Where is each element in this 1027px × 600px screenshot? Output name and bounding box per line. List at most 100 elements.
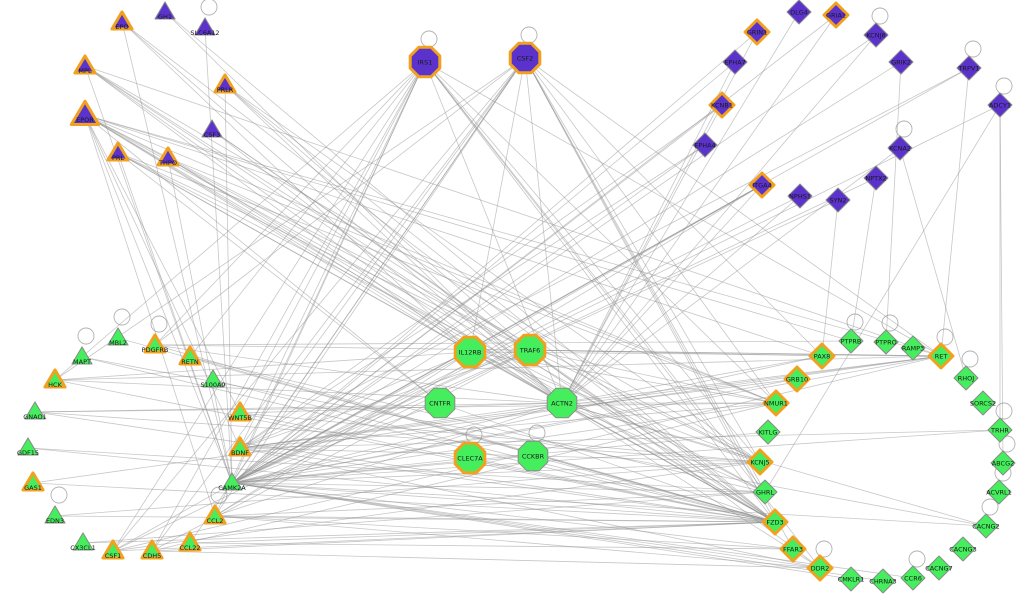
node-TRPV1[interactable] (956, 55, 982, 81)
edge (231, 461, 761, 484)
node-SLC6A12[interactable] (194, 17, 216, 36)
node-KCNJ5[interactable] (746, 448, 774, 476)
node-GRB10[interactable] (783, 365, 811, 393)
node-RHOJ[interactable] (953, 365, 979, 391)
edge (167, 157, 777, 404)
node-CACNG7[interactable] (926, 555, 952, 581)
node-EDN3[interactable] (44, 505, 66, 524)
node-ACTN2[interactable] (546, 387, 578, 419)
node-ADCY1[interactable] (987, 92, 1013, 118)
node-WNT5B[interactable] (228, 401, 252, 422)
node-GAS1[interactable] (21, 471, 45, 492)
node-MPL[interactable] (73, 54, 97, 75)
node-MAPT[interactable] (71, 346, 93, 365)
self-loop-edge (50, 486, 68, 504)
node-IRS1[interactable] (408, 45, 442, 79)
edge (54, 57, 526, 381)
node-EPOR[interactable] (69, 99, 101, 126)
node-CDH5[interactable] (140, 539, 164, 560)
node-CCKBR[interactable] (517, 440, 549, 472)
node-PRL[interactable] (106, 141, 130, 162)
node-FFAR3[interactable] (779, 535, 807, 563)
node-GHRL[interactable] (752, 479, 778, 505)
node-CSF3[interactable] (201, 119, 223, 138)
edge (112, 57, 526, 552)
edge (561, 355, 823, 404)
node-KCNJ6[interactable] (863, 22, 889, 48)
node-S100A9[interactable] (202, 369, 224, 388)
edge (524, 57, 776, 523)
self-loop-edge (881, 314, 899, 332)
node-CCL22[interactable] (178, 531, 202, 552)
edge (231, 402, 441, 484)
node-DLG4[interactable] (786, 0, 812, 25)
node-CSF1[interactable] (101, 539, 125, 560)
node-NMUR1[interactable] (762, 389, 790, 417)
node-SORCS2[interactable] (970, 390, 996, 416)
node-RET[interactable] (927, 342, 955, 370)
node-PAX8[interactable] (808, 342, 836, 370)
node-GNAO1[interactable] (24, 401, 46, 420)
edge (54, 61, 426, 381)
edge (117, 152, 766, 493)
node-PDGFRB[interactable] (143, 333, 167, 354)
node-GRIK2[interactable] (888, 49, 914, 75)
node-GH1[interactable] (154, 1, 176, 20)
node-IL12RB[interactable] (453, 335, 487, 369)
node-FZD3[interactable] (761, 508, 789, 536)
node-CNTFR[interactable] (424, 387, 456, 419)
node-PRLR[interactable] (213, 73, 237, 94)
node-ACVRL1[interactable] (986, 479, 1012, 505)
node-NPTX2[interactable] (863, 165, 889, 191)
node-RETN[interactable] (178, 345, 202, 366)
edge (189, 57, 526, 544)
node-CCL2[interactable] (203, 504, 227, 525)
node-THPO[interactable] (156, 146, 180, 167)
edge (167, 157, 233, 484)
node-CX3CL1[interactable] (72, 532, 94, 551)
node-KITLG[interactable] (755, 419, 781, 445)
node-SYN2[interactable] (825, 187, 851, 213)
edge (151, 402, 777, 552)
node-EPHA4[interactable] (692, 132, 718, 158)
node-GDF15[interactable] (17, 437, 39, 456)
edge (231, 61, 902, 484)
node-CHRNA3[interactable] (870, 568, 896, 594)
edge (112, 349, 531, 552)
edge (524, 57, 766, 493)
node-TRAF6[interactable] (513, 333, 547, 367)
edge (117, 152, 441, 404)
edge (231, 351, 471, 484)
edge (439, 402, 776, 523)
node-CCR6[interactable] (900, 565, 926, 591)
node-RAMP3[interactable] (900, 335, 926, 361)
node-PTPRB[interactable] (838, 328, 864, 354)
node-CSF2[interactable] (508, 41, 542, 75)
edge (532, 455, 776, 523)
node-ABCG2[interactable] (990, 450, 1016, 476)
node-PTPRO[interactable] (873, 329, 899, 355)
node-CACNG2[interactable] (973, 513, 999, 539)
node-NPHS1[interactable] (787, 183, 813, 209)
node-KCNA2[interactable] (887, 135, 913, 161)
node-GRIN1[interactable] (743, 18, 771, 46)
node-CAMK2A[interactable] (221, 472, 243, 491)
node-TRHR[interactable] (987, 417, 1013, 443)
node-EPO[interactable] (110, 10, 134, 31)
node-BDNF[interactable] (228, 436, 252, 457)
edge (112, 461, 761, 552)
node-CLEC7A[interactable] (453, 441, 487, 475)
node-DDR2[interactable] (806, 554, 834, 582)
node-HCK[interactable] (43, 368, 67, 389)
node-GRIA1[interactable] (822, 1, 850, 29)
node-EPHA7[interactable] (722, 49, 748, 75)
node-KCNB1[interactable] (708, 91, 736, 119)
node-MBL2[interactable] (107, 327, 129, 346)
node-ITGA4[interactable] (748, 171, 776, 199)
edge (151, 550, 821, 569)
node-CMKLR1[interactable] (838, 566, 864, 592)
node-CACNG3[interactable] (950, 536, 976, 562)
edge (561, 31, 758, 404)
edge (524, 57, 823, 357)
edge (561, 402, 987, 527)
